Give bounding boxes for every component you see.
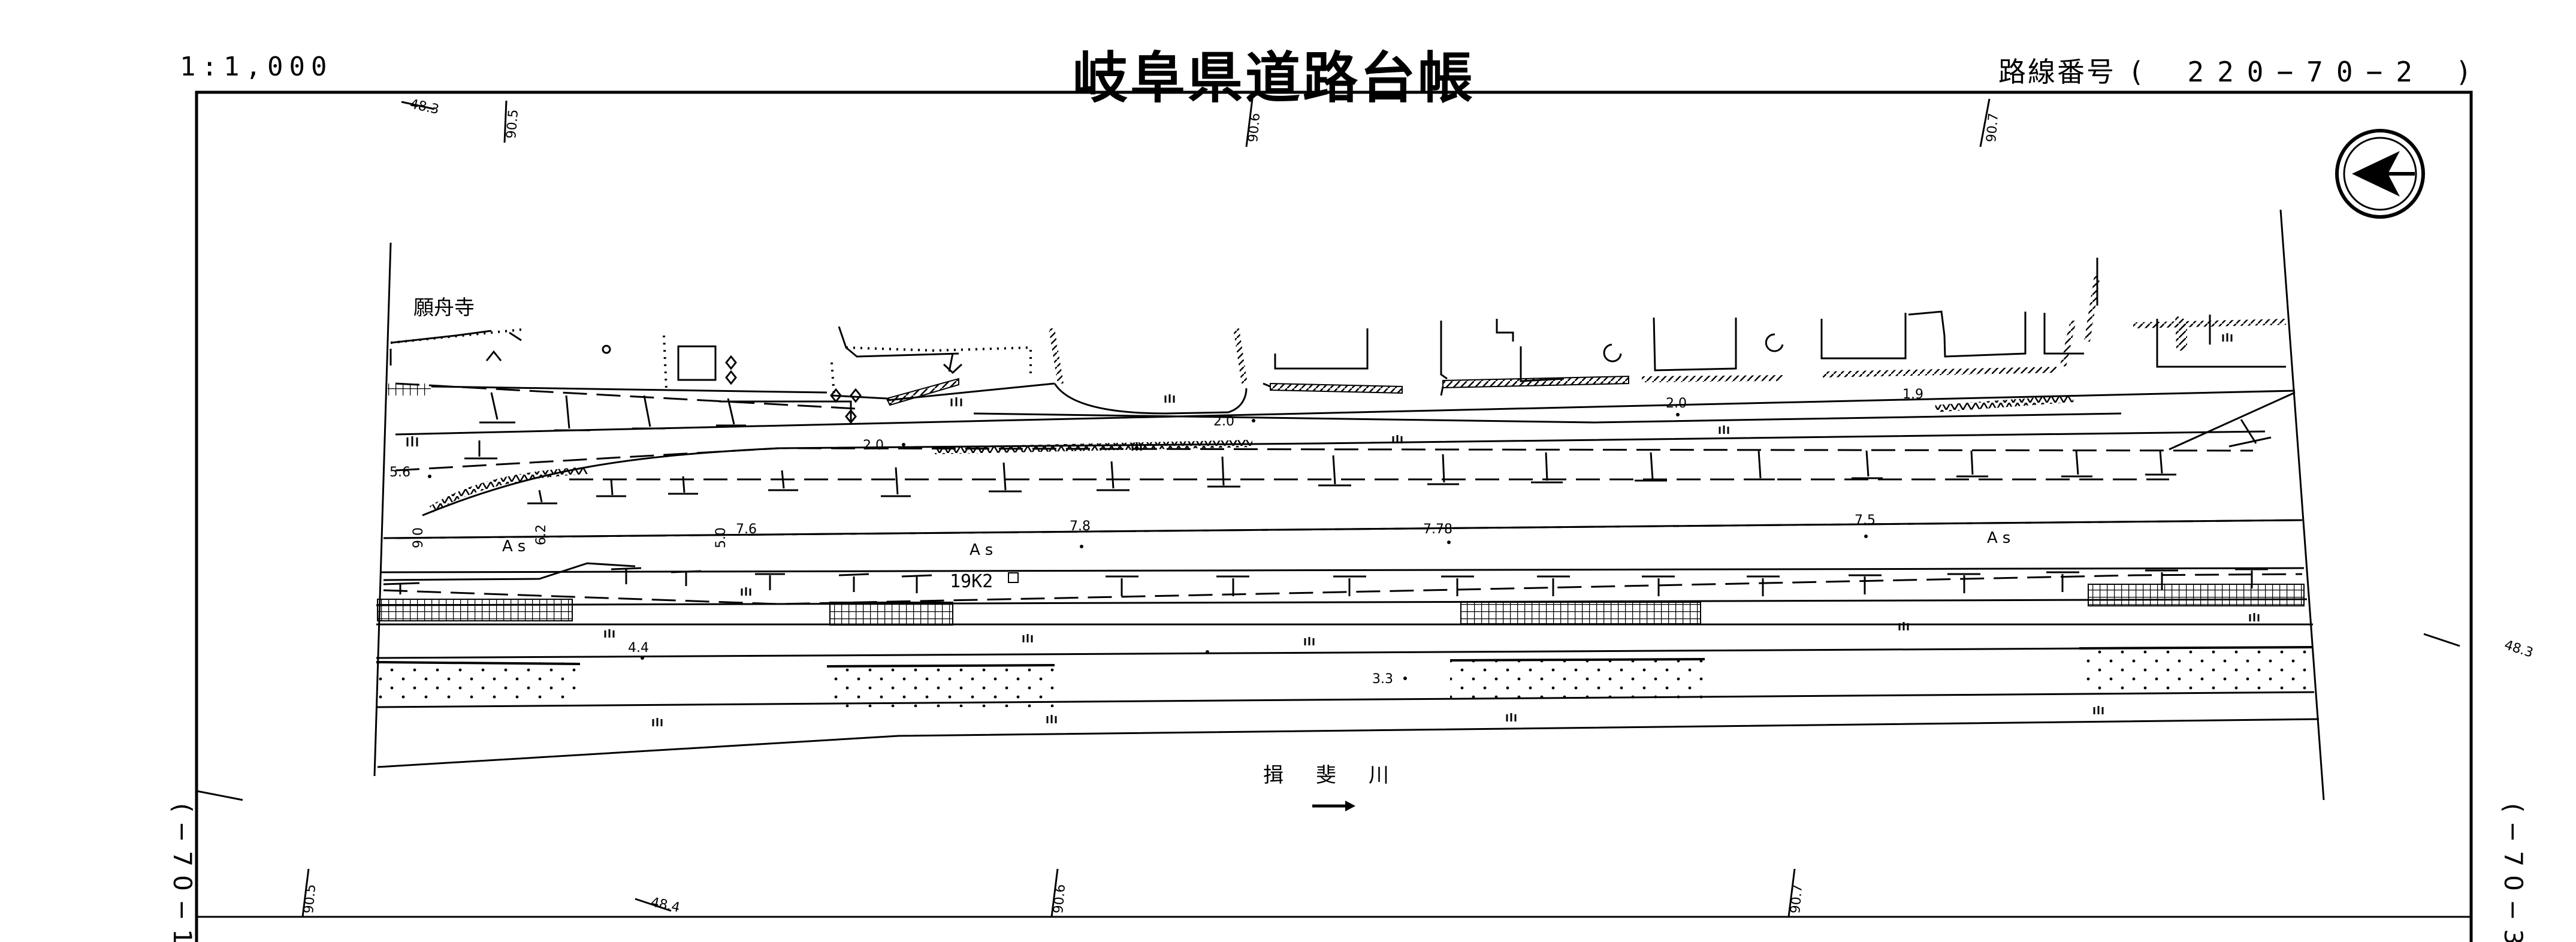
width-label: 7.6 (736, 522, 757, 537)
grid-label: 48.4 (650, 895, 681, 916)
river-flow-arrow-icon (1312, 801, 1355, 811)
width-label: 7.78 (1423, 522, 1452, 537)
kilo-post-label: 19K2 (950, 571, 993, 592)
map-scale: 1:1,000 (180, 52, 333, 82)
grid-labels: 48.3 90.5 90.6 90.7 48.3 48.4 90.5 90.6 … (301, 96, 2535, 916)
north-arrow-icon (2335, 129, 2425, 219)
road-edges (376, 382, 2320, 768)
width-label: 5.6 (389, 465, 410, 480)
route-number-label: 路線番号 (1998, 56, 2116, 88)
route-number-block: 路線番号 ( 220−70−2 ) (1998, 50, 2485, 90)
grid-label: 90.6 (1051, 884, 1068, 914)
retaining-walls (388, 276, 2286, 406)
vegetation-symbols (406, 333, 2260, 726)
width-label: 6.2 (534, 524, 549, 545)
section-boundary-right (2279, 209, 2325, 801)
south-edge-marks (376, 646, 2312, 668)
river-name-label: 揖 斐 川 (1263, 763, 1395, 787)
place-name-label: 願舟寺 (413, 296, 475, 320)
grid-label: 48.3 (409, 96, 440, 117)
map-symbols (485, 333, 1784, 424)
survey-points (428, 413, 1868, 680)
width-labels: 2.0 2.0 2.0 1.9 5.6 9.0 6.2 5.0 7.6 7.8 … (389, 387, 1923, 687)
width-label: 2.0 (863, 438, 884, 453)
embankment-north (1935, 395, 2074, 412)
kilo-post-icon (1008, 572, 1019, 583)
width-label: 2.0 (1213, 414, 1234, 429)
surface-label: As (502, 538, 530, 555)
center-line (395, 519, 2302, 539)
grid-label: 90.5 (504, 109, 521, 140)
width-label: 5.0 (714, 527, 729, 548)
grid-label: 48.3 (2502, 638, 2535, 661)
surface-label: As (970, 541, 998, 559)
width-label: 9.0 (411, 527, 426, 548)
embankment-north (934, 440, 1253, 454)
width-label: 1.9 (1902, 387, 1923, 402)
surface-label: As (1987, 529, 2015, 547)
embankment-north (429, 467, 588, 513)
sidewalk-edge (973, 412, 2122, 424)
building-outlines (389, 258, 2286, 382)
grid-label: 90.7 (1788, 884, 1805, 914)
grid-label: 90.5 (301, 884, 319, 914)
fences (390, 328, 1032, 396)
width-label: 7.8 (1070, 519, 1091, 534)
grid-label: 90.6 (1246, 113, 1263, 143)
width-label: 7.5 (1855, 513, 1876, 528)
grid-ticks (196, 98, 2460, 917)
width-label: 2.0 (1666, 396, 1687, 411)
map-frame (195, 90, 2473, 942)
adjacent-sheet-right: (−70−3) (2499, 803, 2528, 942)
surface-labels: As As As (502, 529, 2015, 559)
width-label: 3.3 (1372, 672, 1393, 687)
slope-symbols-south (383, 567, 2268, 596)
grid-label: 90.7 (1984, 113, 2001, 143)
slope-symbols (464, 392, 2272, 505)
width-label: 4.4 (628, 641, 649, 656)
adjacent-sheet-left: (−70−1) (168, 803, 197, 942)
route-number-value: ( 220−70−2 ) (2128, 56, 2486, 88)
south-retaining-walls (376, 584, 2312, 707)
page-title: 岐阜県道路台帳 (1073, 46, 1476, 110)
